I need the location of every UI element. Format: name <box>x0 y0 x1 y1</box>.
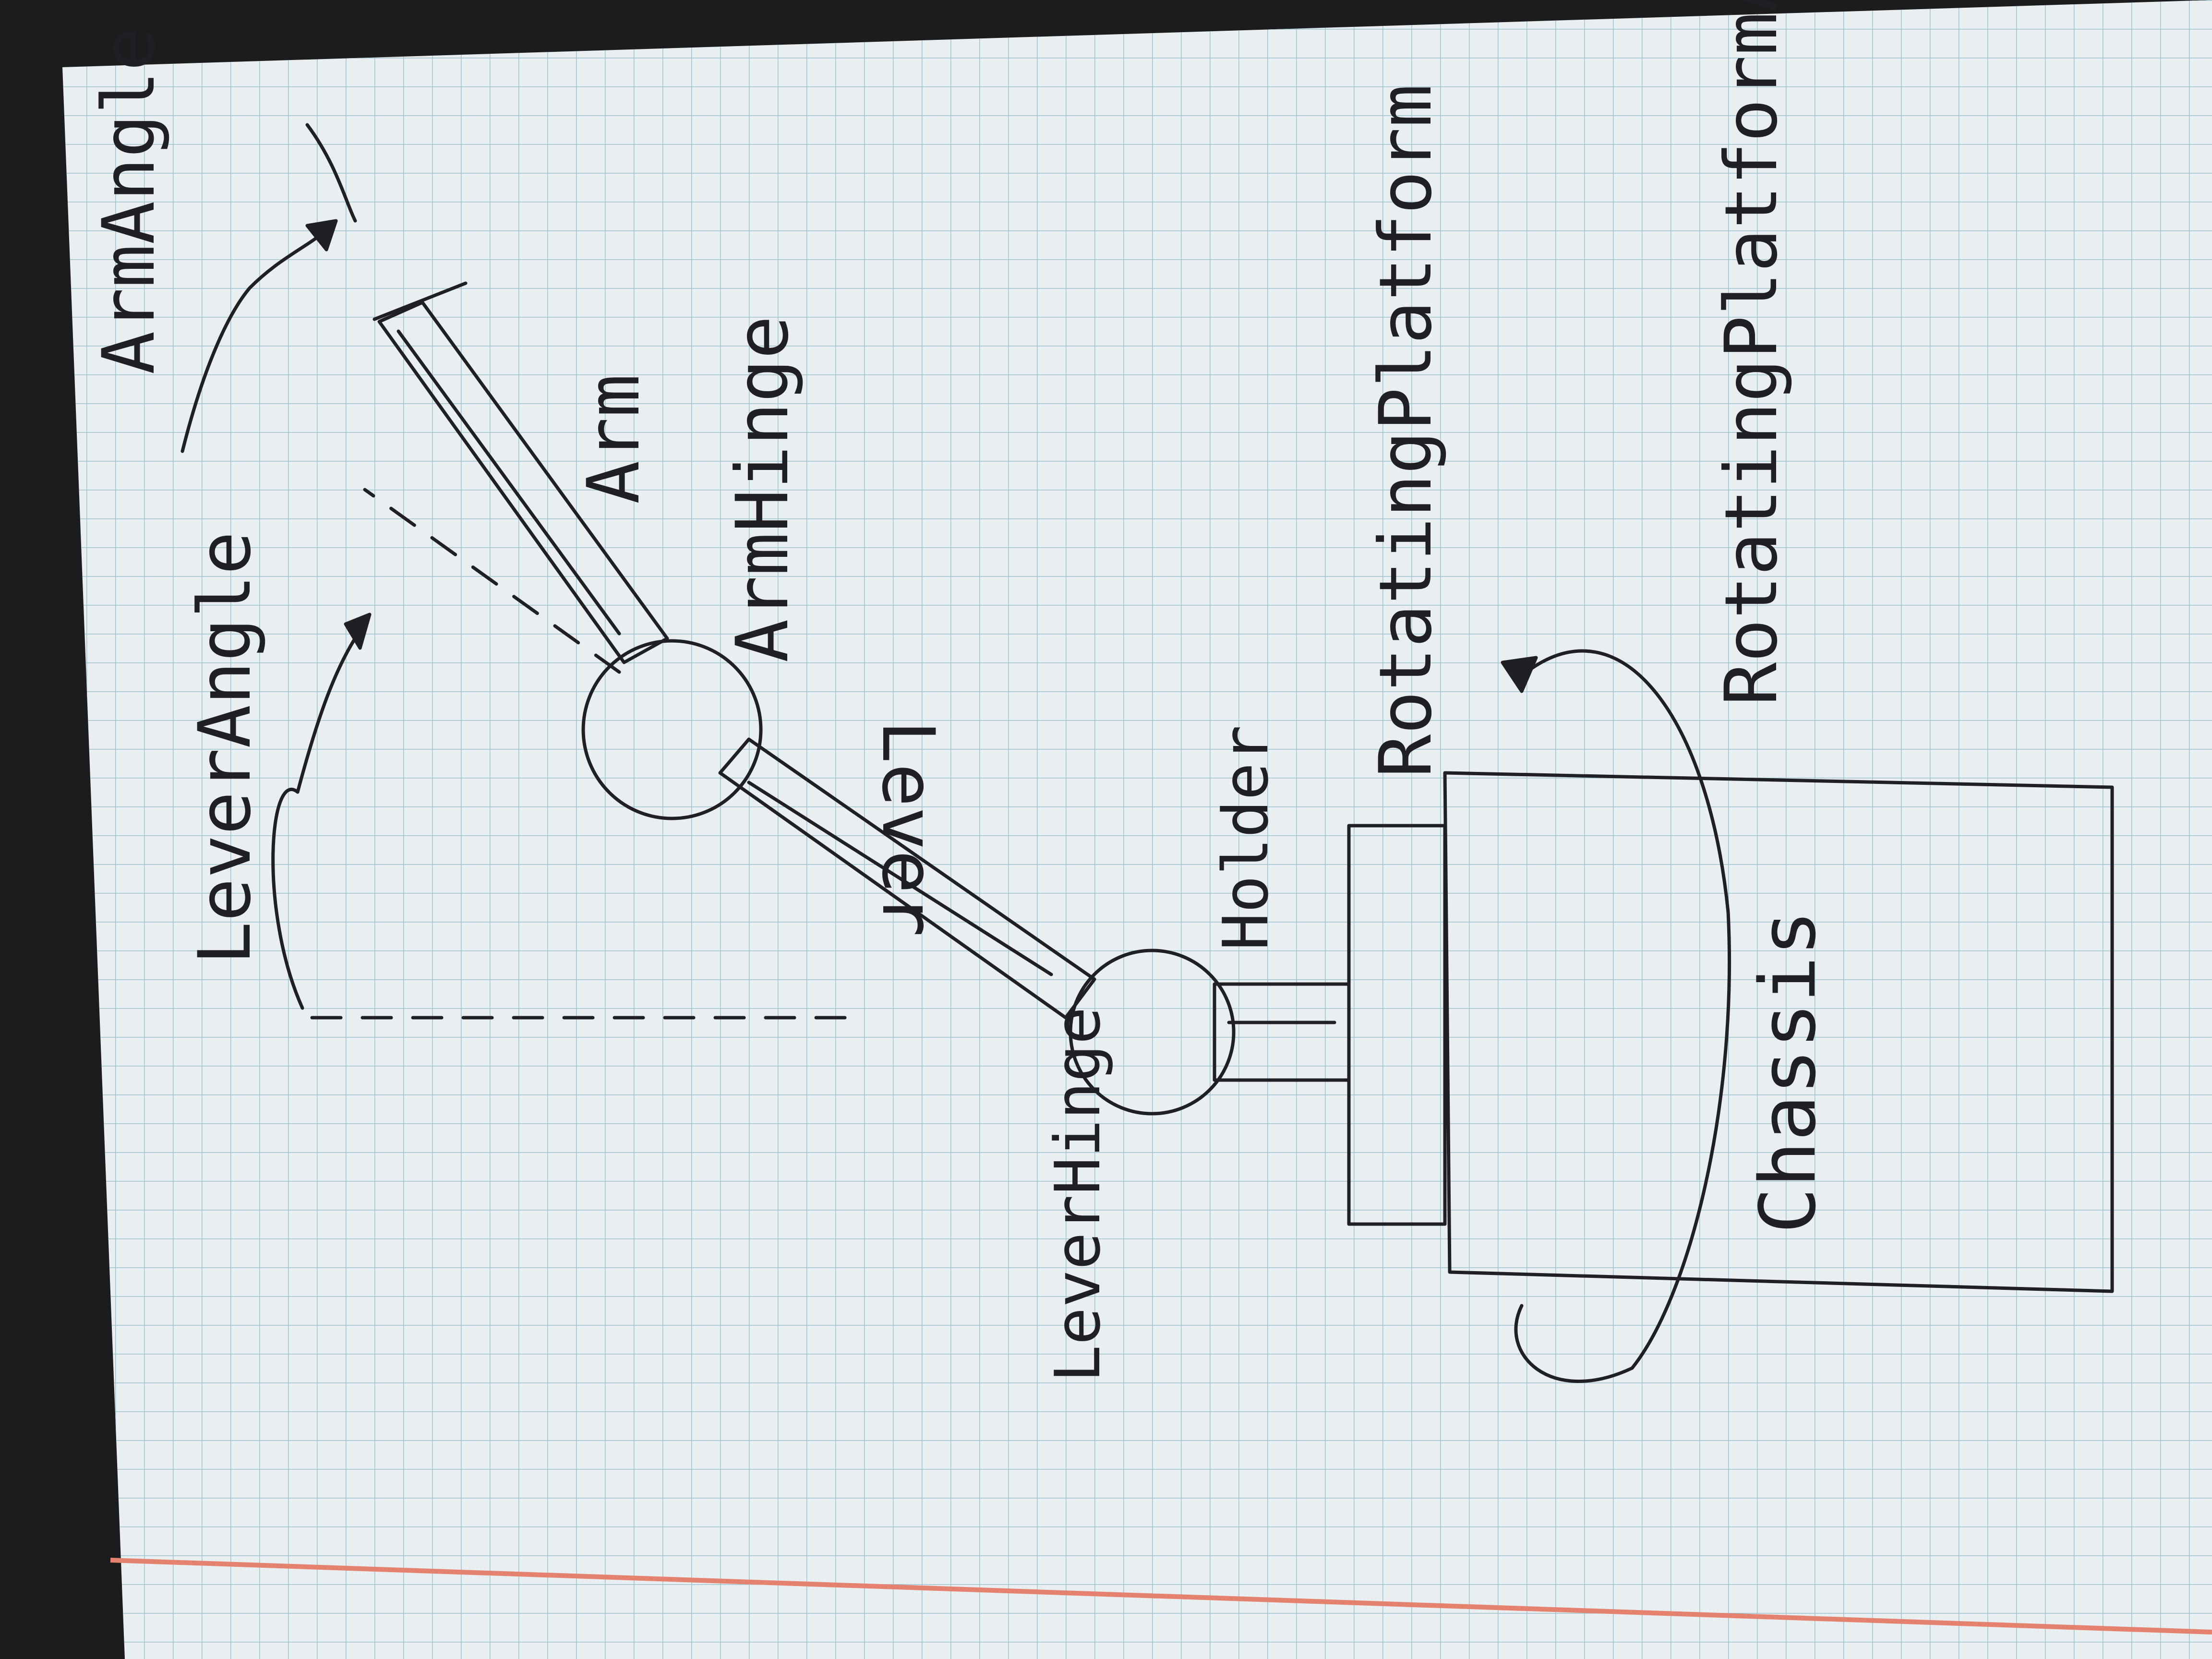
label-lever-angle: LeverAngle <box>183 531 267 965</box>
label-arm-angle: ArmAngle <box>87 28 171 374</box>
label-holder: Holder <box>1209 725 1282 950</box>
arm-length-arrow <box>397 329 621 636</box>
arm-end-cap <box>373 281 468 321</box>
arm-angle-arc <box>180 228 328 453</box>
arm-reference-line <box>363 488 621 674</box>
arm-extension-line <box>305 123 357 223</box>
label-arm-hinge: ArmHinge <box>721 316 805 662</box>
label-rotating-platform: RotatingPlatform <box>1364 84 1448 778</box>
rotating-platform-angle-arrowhead <box>1501 656 1538 693</box>
notebook-page <box>62 0 2212 1659</box>
lever-hinge <box>1069 949 1236 1116</box>
lever-angle-arc <box>271 622 367 1010</box>
chassis <box>1443 771 2114 1293</box>
label-chassis: Chassis <box>1743 910 1833 1234</box>
label-lever-hinge: LeverHinge <box>1041 1007 1114 1382</box>
lever-angle-arrowhead <box>344 613 372 650</box>
rotating-platform-angle-loop <box>1514 649 1731 1383</box>
margin-line <box>110 1558 2212 1635</box>
arm-hinge <box>581 639 763 820</box>
label-rotating-platform-angle: RotatingPlatformAngle <box>1710 0 1793 706</box>
label-lever: Lever <box>866 720 950 937</box>
arm-angle-arrowhead <box>305 219 338 252</box>
label-arm: Arm <box>572 374 656 504</box>
lever <box>718 737 1096 1020</box>
lever-length-arrow <box>747 781 1053 976</box>
arm <box>377 301 669 664</box>
rotating-platform <box>1347 824 1447 1226</box>
